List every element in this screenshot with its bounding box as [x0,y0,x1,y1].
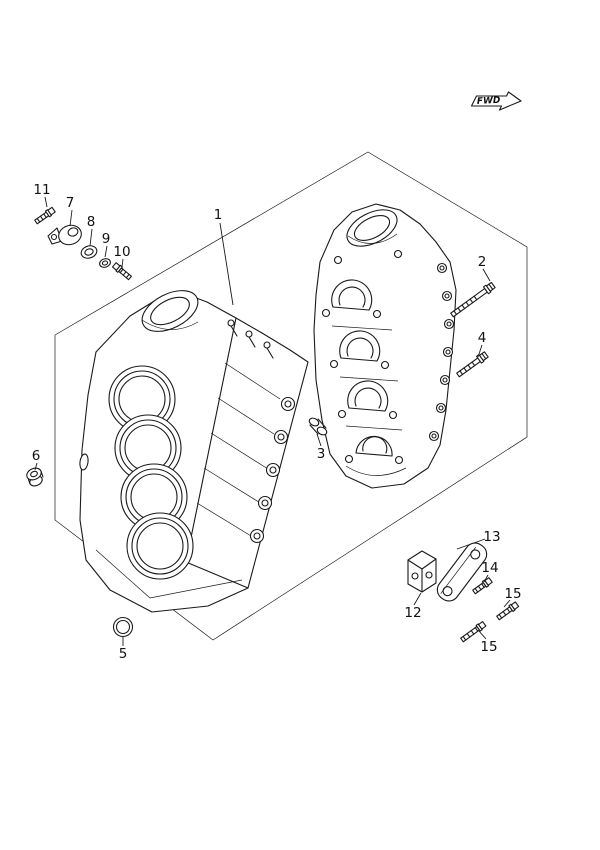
flange-bolt-holes [428,262,455,442]
callout-label-6: 6 [32,448,41,464]
callout-label-1: 1 [214,207,223,223]
orientation-flag: FWD [470,91,522,111]
callout-label-14: 14 [481,560,498,576]
callout-label-15b: 15 [480,639,497,655]
top-collar-outer [141,290,199,332]
skirt-line [95,549,243,599]
top-collar-inner [150,296,190,326]
callout-label-3: 3 [317,446,326,462]
crankcase-skirt-line [345,465,407,476]
deck-bolt-bosses [249,396,296,544]
callout-label-11: 11 [33,182,50,198]
crankcase-ribs [331,325,403,431]
plate-13 [436,542,488,602]
callout-label-12: 12 [404,605,421,621]
cylinder-bore-2 [114,414,182,482]
plug-6 [26,467,44,487]
crankcase-outline [313,203,457,489]
stud-hole-right [393,249,403,259]
cylinder-bore-3 [120,463,188,531]
callout-label-4: 4 [478,330,487,346]
bearing-saddle-3 [337,380,398,420]
callout-label-9: 9 [102,231,111,247]
fitting-ear-hole [50,233,58,241]
fitting-body [58,224,82,246]
fitting-7 [47,224,82,246]
deck-studs [227,319,274,359]
bracket-12 [407,550,437,593]
cylinder-bore-4 [126,512,194,580]
callout-label-8: 8 [87,214,96,230]
deck-ribs [196,362,281,540]
cylinder-block [79,290,309,613]
cylinder-block-outline [79,291,309,613]
assembly-boundary [54,151,528,641]
bolt-14 [472,577,493,595]
gasket-8 [80,245,98,259]
side-plug-boss [79,453,89,471]
fwd-label: FWD [477,96,502,107]
collar-lip [141,319,199,330]
dowel-pin-3 [308,417,328,436]
bolt-11 [34,206,56,225]
crankcase-half [313,203,457,489]
bolt-15b [460,621,487,643]
bolt-10 [111,262,132,281]
bolt-4 [456,351,489,378]
ring-9 [99,258,111,268]
crankcase-collar-outer [346,209,398,247]
callout-label-10: 10 [113,244,130,260]
crankcase-collar-lip [347,233,398,244]
callout-labels: 11 7 8 9 10 1 2 4 3 6 5 13 12 14 15 15 [32,182,522,662]
stud-hole-left [333,255,343,265]
callout-label-2: 2 [478,254,487,270]
callout-leaders [34,196,511,646]
oring-5 [112,616,134,638]
deck-bottom-edge [185,561,249,589]
crankcase-collar-inner [353,215,391,241]
bolt-2 [450,281,496,318]
bearing-saddle-4 [344,435,404,465]
fitting-bore [67,227,79,237]
callout-label-13: 13 [483,529,500,545]
callout-label-7: 7 [66,195,75,211]
bolt-15a [496,601,520,621]
fwd-arrow-icon [470,91,522,111]
bearing-saddle-1 [321,279,382,319]
deck-crease [185,317,237,563]
callout-label-5: 5 [119,646,128,662]
bearing-saddle-2 [329,330,390,370]
callout-label-15a: 15 [504,586,521,602]
